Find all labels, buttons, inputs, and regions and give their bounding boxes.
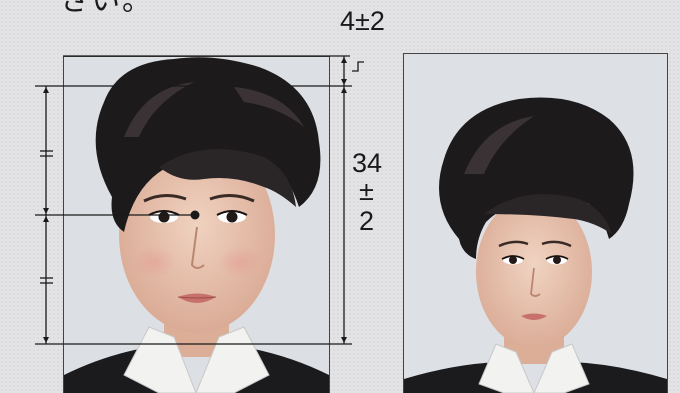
top-margin-leader [352,61,364,72]
head-height-label-number: 34 [352,148,383,178]
photo-small-face-example [403,53,668,393]
top-margin-label: 4±2 [340,6,385,36]
instruction-text-fragment: さい。 [60,0,154,17]
head-height-label-tolerance: 2 [359,206,375,236]
portrait-left [64,57,329,393]
head-height-label-plusminus: ± [359,176,374,206]
face-center-dot [190,210,200,220]
photo-correct-proportion [63,56,330,393]
portrait-right [404,54,667,393]
